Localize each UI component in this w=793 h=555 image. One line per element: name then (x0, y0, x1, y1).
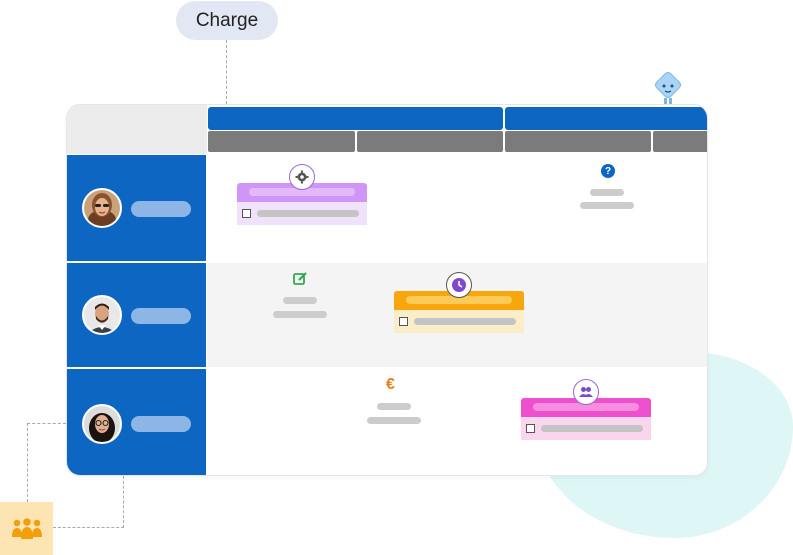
header-column-1[interactable] (208, 131, 355, 152)
placeholder-line (590, 189, 624, 196)
task-card-pink[interactable] (521, 379, 651, 440)
charge-label: Charge (195, 9, 259, 31)
row-label-1[interactable] (67, 155, 206, 261)
header-column-2[interactable] (357, 131, 503, 152)
placeholder-line (377, 403, 411, 410)
placeholder-line (273, 311, 327, 318)
header-column-3[interactable] (505, 131, 651, 152)
header-corner (67, 105, 207, 154)
header-group-2[interactable] (505, 107, 707, 130)
mascot-icon (650, 71, 686, 107)
row-label-2[interactable] (67, 263, 206, 367)
placeholder-line (283, 297, 317, 304)
placeholder-line (580, 202, 634, 209)
question-icon: ? (601, 164, 615, 178)
people-connector-bottom (53, 527, 124, 528)
schedule-board: ? (66, 104, 708, 476)
clock-icon (446, 272, 472, 298)
people-icon (573, 379, 599, 405)
task-checkbox[interactable] (526, 424, 535, 433)
edit-icon (293, 271, 308, 286)
task-card-purple[interactable] (237, 164, 367, 225)
row-band-2 (207, 263, 707, 367)
task-checkbox[interactable] (399, 317, 408, 326)
people-connector-top (27, 423, 66, 424)
row-name-pill-2 (131, 308, 191, 324)
gear-icon (289, 164, 315, 190)
row-name-pill-3 (131, 416, 191, 432)
avatar-woman-glasses-icon (82, 404, 122, 444)
people-connector-right (123, 476, 124, 528)
header-group-1[interactable] (208, 107, 503, 130)
task-card-orange[interactable] (394, 272, 524, 333)
row-band-3: € (207, 369, 707, 475)
row-label-3[interactable] (67, 369, 206, 475)
avatar-man-beard-icon (82, 295, 122, 335)
people-connector-left (27, 423, 28, 502)
placeholder-line (367, 417, 421, 424)
row-band-1: ? (207, 155, 707, 261)
charge-pill: Charge (176, 1, 278, 40)
row-name-pill-1 (131, 201, 191, 217)
task-checkbox[interactable] (242, 209, 251, 218)
header-column-4[interactable] (653, 131, 707, 152)
people-group-icon (0, 502, 53, 555)
avatar-woman-sunglasses-icon (82, 188, 122, 228)
euro-icon: € (386, 376, 395, 393)
charge-connector (226, 40, 227, 104)
